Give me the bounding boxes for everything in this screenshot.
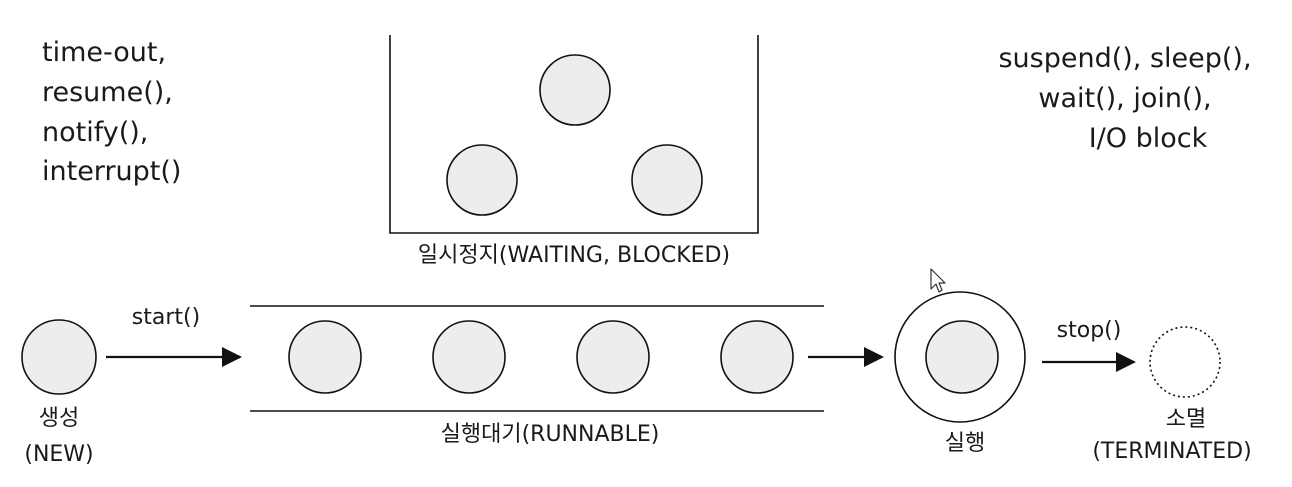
waiting-thread xyxy=(539,54,611,126)
stop-transition: stop() xyxy=(1042,318,1136,372)
terminated-state: 소멸 (TERMINATED) xyxy=(1092,326,1252,464)
waiting-thread xyxy=(446,144,518,216)
waiting-state-box: 일시정지(WAITING, BLOCKED) xyxy=(389,35,759,268)
transition-label: interrupt() xyxy=(42,156,181,187)
waiting-box-outline xyxy=(389,35,759,234)
start-label: start() xyxy=(132,305,200,330)
transition-label: wait(), join(), xyxy=(1038,83,1211,114)
runnable-state-label: 실행대기(RUNNABLE) xyxy=(441,422,660,447)
terminated-state-sublabel: (TERMINATED) xyxy=(1092,439,1251,464)
resume-transitions: time-out, resume(), notify(), interrupt(… xyxy=(42,37,181,187)
terminated-state-label: 소멸 xyxy=(1166,407,1206,432)
transition-label: time-out, xyxy=(42,37,166,68)
runnable-thread xyxy=(576,320,650,394)
waiting-state-label: 일시정지(WAITING, BLOCKED) xyxy=(418,243,730,268)
transition-label: I/O block xyxy=(1089,123,1208,154)
running-state-label: 실행 xyxy=(945,431,985,456)
runnable-thread xyxy=(720,320,794,394)
transition-label: resume(), xyxy=(42,77,173,108)
running-thread xyxy=(925,320,999,394)
transition-label: suspend(), sleep(), xyxy=(998,43,1251,74)
runnable-thread xyxy=(288,320,362,394)
new-state: 생성 (NEW) xyxy=(21,319,97,467)
start-transition: start() xyxy=(106,305,242,367)
terminated-thread xyxy=(1149,326,1221,398)
new-thread xyxy=(21,319,97,395)
running-state: 실행 xyxy=(894,291,1026,456)
pause-transitions: suspend(), sleep(), wait(), join(), I/O … xyxy=(998,43,1251,154)
stop-label: stop() xyxy=(1057,318,1122,343)
runnable-thread xyxy=(432,320,506,394)
mouse-pointer-icon xyxy=(930,268,946,293)
new-state-label: 생성 xyxy=(39,406,79,431)
transition-label: notify(), xyxy=(42,117,148,148)
runnable-state: 실행대기(RUNNABLE) xyxy=(250,305,824,447)
new-state-sublabel: (NEW) xyxy=(24,442,93,467)
waiting-thread xyxy=(631,144,703,216)
